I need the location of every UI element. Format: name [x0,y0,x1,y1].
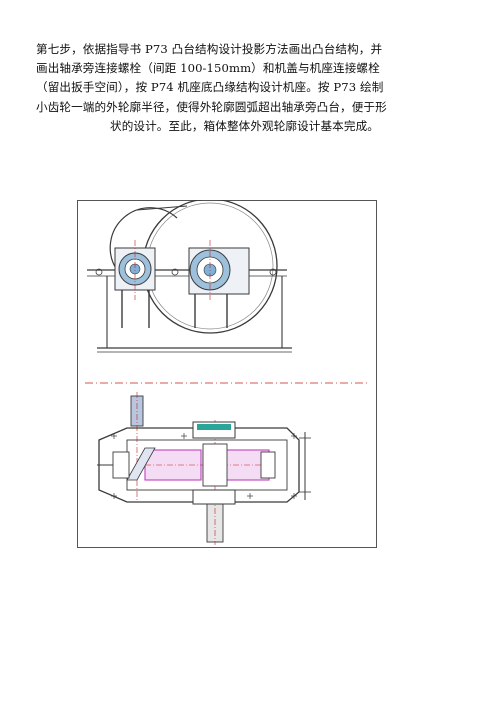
gear-hub [202,443,228,487]
flange-bolt-hole [269,268,277,276]
paragraph-line-2: 画出轴承旁连接螺栓（间距 100-150mm）和机盖与机座连接螺栓 [36,61,380,76]
paragraph-line-1: 第七步，依据指导书 P73 凸台结构设计投影方法画出凸台结构，并 [36,42,383,56]
flange-bolt-hole [95,268,103,276]
gearbox-drawing-svg [77,198,377,548]
small-gear-housing-arc [109,207,178,271]
top-bearing-seal [197,424,231,430]
flange-bolt-hole [171,268,179,276]
paragraph-line-3: （留出扳手空间），按 P74 机座底凸缘结构设计机座。按 P73 绘制 [36,80,384,95]
bottom-bearing-cap [192,489,236,505]
left-bearing-hub [112,451,130,479]
bolt-marks [111,433,297,499]
paragraph-line-5: 状的设计。至此，箱体整体外观轮廓设计基本完成。 [110,118,379,133]
paragraph-line-4: 小齿轮一端的外轮廓半径，使得外轮廓圆弧超出轴承旁凸台，便于形 [36,99,387,114]
instruction-paragraph: 第七步，依据指导书 P73 凸台结构设计投影方法画出凸台结构，并 画出轴承旁连接… [36,40,456,136]
lid-top-edge [136,205,188,211]
gearbox-cad-drawing [77,198,377,548]
gear-hub-right [260,451,276,479]
inclined-shaft-segment [126,447,156,481]
plan-view [97,392,311,545]
